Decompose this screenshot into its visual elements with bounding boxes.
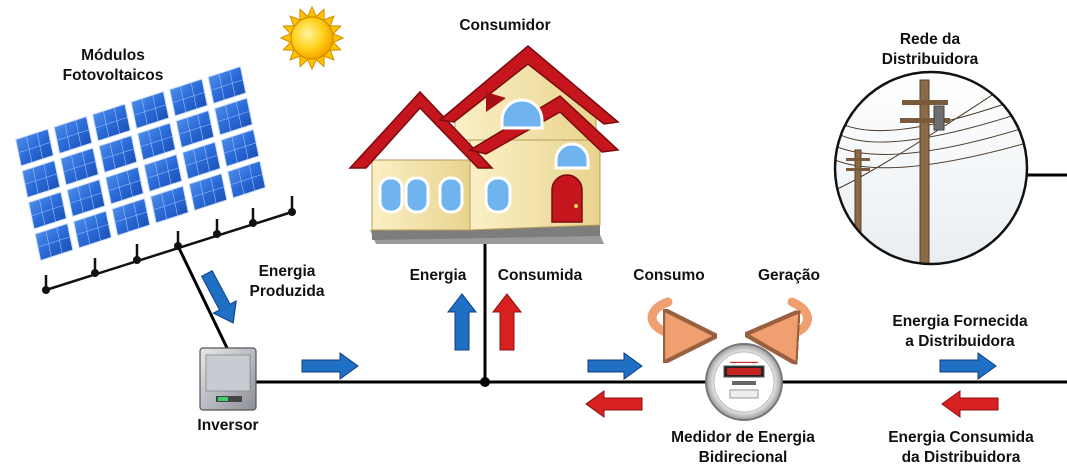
energy-supplied-label-line1: Energia Fornecida [892,313,1028,330]
solar-cell-gridline [101,148,135,160]
modules-label: Módulos Fotovoltaicos [38,46,188,86]
inverter-label: Inversor [197,417,259,434]
solar-cell-gridline [230,173,263,186]
energy-produced-label-line1: Energia [258,263,316,280]
flow-arrows [301,352,999,418]
energy-produced-arrow [200,270,237,324]
energy-meter-icon: ▬▬▬▬▬▬▬ [705,343,783,421]
solar-cell-gridline [133,104,167,116]
solar-cell-gridline [191,186,225,198]
solar-cell-gridline [24,173,58,185]
solar-cell-gridline [37,236,71,248]
solar-cell-gridline [76,223,109,236]
energy-consumed-from-grid-label-line2: da Distribuidora [901,449,1021,466]
solar-panel-icon [15,65,296,294]
energy-consumed-from-grid-label-line1: Energia Consumida [888,429,1034,446]
sun-icon [279,5,345,71]
utility-pole-icon [833,70,1029,266]
grid-label: Rede da Distribuidora [855,30,1005,70]
inverter-icon [199,347,257,411]
consumption-label: Consumo [633,267,705,284]
solar-cell-gridline [63,160,96,173]
energy-produced-label: Energia Produzida [232,262,342,302]
solar-cell-gridline [56,129,90,141]
solar-cell-gridline [178,123,212,135]
wire-junction [480,377,490,387]
solar-cell-gridline [140,135,173,148]
solar-cell-gridline [95,116,128,129]
solar-cell-gridline [69,192,103,204]
energy-produced-label-line2: Produzida [249,283,325,300]
energy-supplied-label: Energia Fornecida a Distribuidora [880,312,1040,352]
svg-text:▬▬▬▬▬▬▬: ▬▬▬▬▬▬▬ [730,359,758,364]
meter-label: Medidor de Energia Bidirecional [648,428,838,468]
generation-label: Geração [757,267,821,284]
solar-cell-gridline [114,211,148,223]
solar-cell-gridline [31,204,64,217]
meter-label-line2: Bidirecional [698,449,788,466]
energy-label: Energia [409,267,467,284]
consumer-label: Consumidor [459,17,551,34]
generation-cycle-arrow [772,297,812,336]
solar-cell-gridline [172,91,205,104]
solar-cell-gridline [153,198,186,211]
modules-label-line1: Módulos [81,47,145,64]
grid-label-line2: Distribuidora [881,51,979,68]
energy-consumed-from-grid-label: Energia Consumida da Distribuidora [876,428,1046,468]
solar-cell-gridline [146,167,180,179]
modules-label-line2: Fotovoltaicos [62,67,164,84]
house-icon [348,45,620,244]
solar-cell-gridline [18,141,51,154]
consumed-label: Consumida [497,267,583,284]
solar-cell-gridline [217,110,250,123]
solar-cell-gridline [210,79,244,91]
grid-label-line1: Rede da [899,31,961,48]
energy-supplied-label-line2: a Distribuidora [905,333,1015,350]
solar-cell-gridline [108,179,141,192]
meter-label-line1: Medidor de Energia [671,429,815,446]
solar-cell-gridline [223,142,257,154]
house-consumed-arrows [446,293,523,351]
consumption-cycle-arrow [647,297,690,336]
solar-cell-gridline [185,154,218,167]
